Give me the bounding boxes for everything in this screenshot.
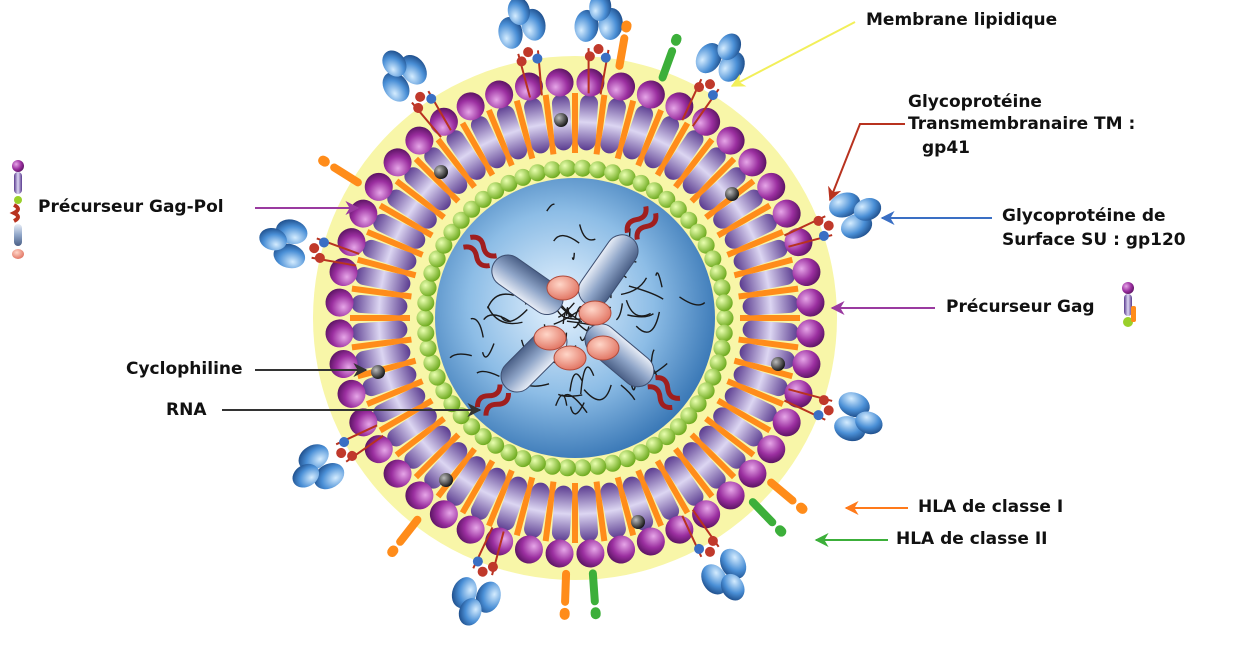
matrix-protein [604, 455, 621, 472]
cyclophilin-dot [771, 357, 785, 371]
integrase-protein [534, 326, 566, 350]
label-gag: Précurseur Gag [946, 297, 1095, 318]
matrix-protein [417, 325, 434, 342]
matrix-protein [559, 459, 576, 476]
matrix-protein [710, 265, 727, 282]
label-tm-line3: gp41 [922, 138, 970, 159]
gag-pol-precursor-icon [12, 160, 24, 259]
label-gag-pol: Précurseur Gag-Pol [38, 197, 224, 218]
matrix-protein [529, 164, 546, 181]
membrane-arrow [732, 22, 855, 86]
integrase-protein [547, 276, 579, 300]
matrix-protein [574, 160, 591, 177]
cyclophilin-dot [554, 113, 568, 127]
matrix-protein [604, 164, 621, 181]
matrix-protein [514, 169, 531, 186]
label-membrane: Membrane lipidique [866, 10, 1057, 31]
label-rna: RNA [166, 400, 206, 421]
lipid-molecule [350, 315, 410, 321]
hla-molecule [316, 154, 364, 189]
lipid-molecule [572, 483, 578, 543]
matrix-protein [619, 450, 636, 467]
matrix-protein [529, 455, 546, 472]
matrix-protein [544, 161, 561, 178]
hla-molecule [765, 476, 810, 516]
label-tm-line1: Glycoprotéine [908, 92, 1042, 113]
cyclophilin-dot [434, 165, 448, 179]
matrix-protein [717, 310, 734, 327]
integrase-protein [554, 346, 586, 370]
matrix-protein [420, 279, 437, 296]
matrix-protein [589, 458, 606, 475]
matrix-protein [417, 294, 434, 311]
cyclophilin-dot [439, 473, 453, 487]
cyclophilin-dot [725, 187, 739, 201]
lipid-molecule [572, 93, 578, 153]
tm-arrow [830, 124, 905, 200]
matrix-protein [559, 160, 576, 177]
matrix-protein [589, 161, 606, 178]
cyclophilin-dot [631, 515, 645, 529]
gag-precursor-icon [1122, 282, 1136, 327]
label-su-line1: Glycoprotéine de [1002, 206, 1166, 227]
label-cyclophiline: Cyclophiline [126, 359, 243, 380]
matrix-protein [544, 458, 561, 475]
matrix-protein [713, 340, 730, 357]
matrix-protein [417, 310, 434, 327]
label-hla2: HLA de classe II [896, 529, 1047, 550]
label-hla1: HLA de classe I [918, 497, 1063, 518]
integrase-protein [587, 336, 619, 360]
matrix-protein [716, 294, 733, 311]
hla-molecule [746, 496, 788, 539]
label-su-line2: Surface SU : gp120 [1002, 230, 1186, 251]
hla-molecule [385, 514, 424, 560]
matrix-protein [574, 459, 591, 476]
integrase-protein [579, 301, 611, 325]
matrix-protein [423, 354, 440, 371]
label-tm-line2: Transmembranaire TM : [908, 114, 1135, 135]
matrix-protein [713, 279, 730, 296]
lipid-molecule [740, 315, 800, 321]
matrix-protein [420, 340, 437, 357]
cyclophilin-dot [371, 365, 385, 379]
matrix-protein [716, 325, 733, 342]
